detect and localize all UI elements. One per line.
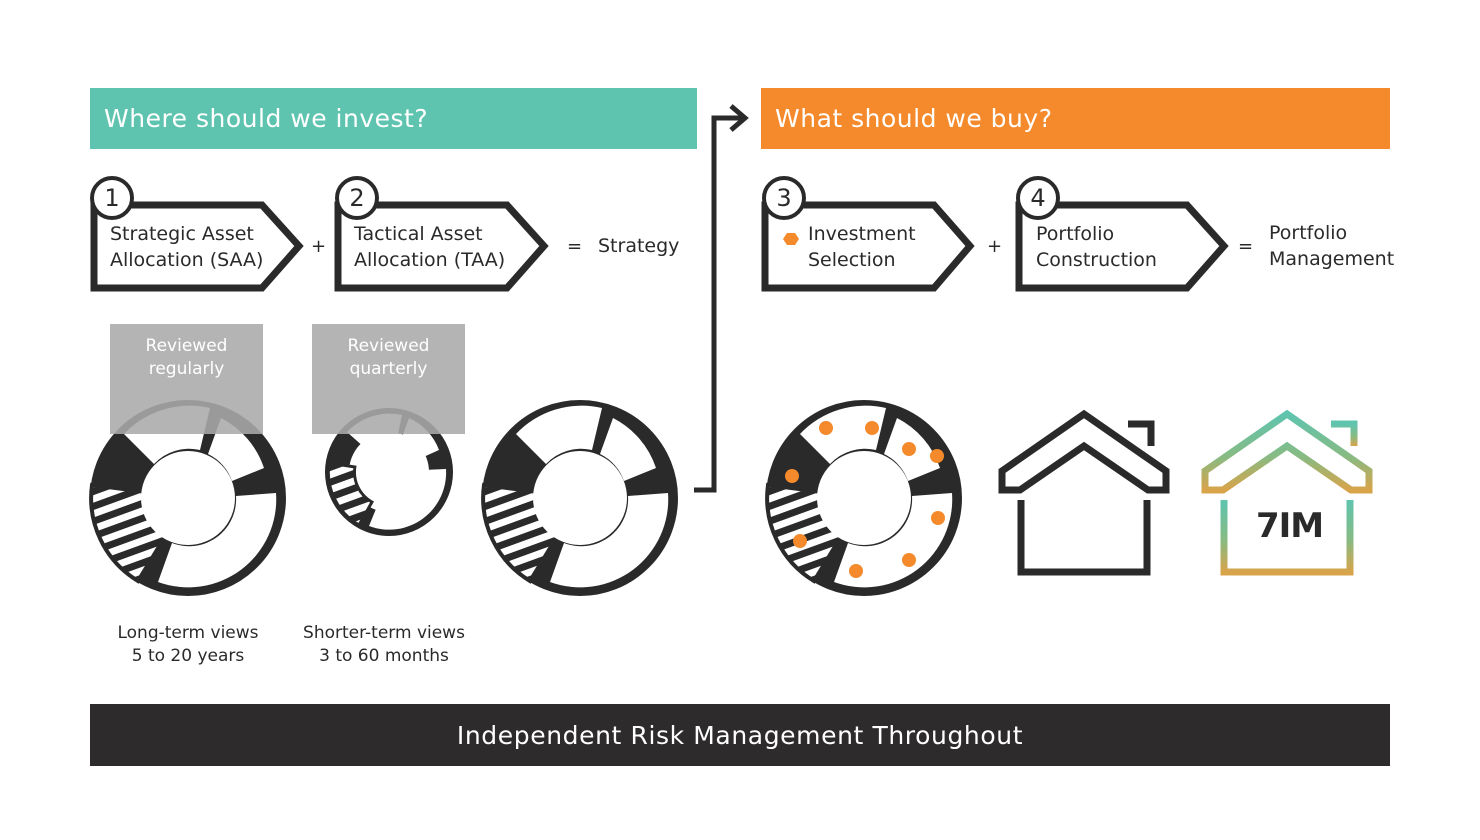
asset-dot [865,421,879,435]
brand-logo-text: 7IM [1256,506,1324,546]
equals-operator: = [1238,236,1254,257]
left-section-title: Where should we invest? [104,104,429,133]
asset-dot [902,553,916,567]
step-1-arrow-shape [90,201,304,292]
asset-dot [902,442,916,456]
connector-arrow-head [729,104,749,132]
asset-dot [931,511,945,525]
selection-donut [765,400,962,596]
asset-dot [819,421,833,435]
asset-dot [930,449,944,463]
strategy-result: Strategy [598,235,680,257]
equals-operator: = [567,236,583,257]
step-4-label: Portfolio Construction [1036,223,1157,271]
strategy-donut [481,400,678,596]
what-to-buy-banner: What should we buy? [761,88,1390,149]
step-1-number-badge: 1 [90,176,134,220]
plus-operator: + [987,236,1003,257]
step-1-label: Strategic Asset Allocation (SAA) [110,223,264,271]
step-4-arrow-shape [1015,201,1229,292]
shorter-term-views-caption: Shorter-term views 3 to 60 months [303,623,465,666]
portfolio-management-result: Portfolio Management [1269,222,1395,270]
review-quarterly-box: Reviewed quarterly [312,324,465,434]
step-4-number-badge: 4 [1016,176,1060,220]
step-2-label: Tactical Asset Allocation (TAA) [354,223,506,271]
hexagon-icon [783,233,799,245]
step-3-number-badge: 3 [762,176,806,220]
where-to-invest-banner: Where should we invest? [90,88,697,149]
house-outline-icon [998,409,1170,576]
plus-operator: + [311,236,327,257]
long-term-views-caption: Long-term views 5 to 20 years [117,623,259,666]
asset-dot [785,469,799,483]
asset-dot [793,534,807,548]
step-3-arrow-shape [761,201,975,292]
risk-management-footer: Independent Risk Management Throughout [90,704,1390,766]
asset-dot [849,564,863,578]
brand-house-icon [1201,409,1373,576]
step-2-arrow-shape [334,201,549,292]
footer-text: Independent Risk Management Throughout [456,720,1024,750]
connector-arrow-line [694,115,742,493]
right-section-title: What should we buy? [775,104,1053,133]
step-3-label: Investment Selection [808,223,916,271]
step-2-number-badge: 2 [335,176,379,220]
review-regularly-box: Reviewed regularly [110,324,263,434]
